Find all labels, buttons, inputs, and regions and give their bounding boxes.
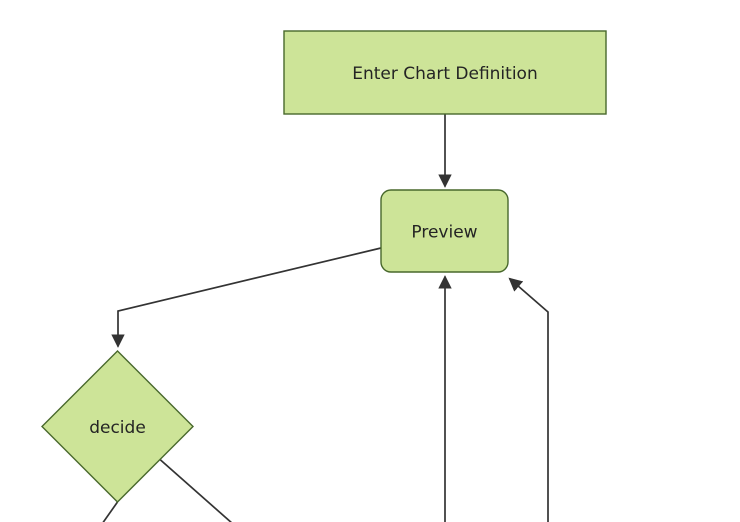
node-preview: Preview (380, 189, 509, 273)
node-decide-shape (41, 350, 194, 503)
edge-decide-to-offscreen-right (159, 458, 233, 522)
node-decide: decide (41, 350, 194, 503)
node-preview-shape (380, 189, 509, 273)
edge-layer (102, 114, 549, 522)
node-enter-chart-definition: Enter Chart Definition (283, 30, 607, 115)
edge-preview-to-decide (111, 247, 382, 348)
node-preview-label: Preview (411, 223, 477, 243)
node-enter-chart-definition-shape (283, 30, 607, 115)
edge-decide-to-offscreen-left (102, 501, 119, 522)
edge-offscreen-bottomright-to-preview (508, 277, 549, 522)
node-decide-label: decide (89, 418, 146, 438)
node-enter-chart-definition-label: Enter Chart Definition (352, 64, 537, 84)
